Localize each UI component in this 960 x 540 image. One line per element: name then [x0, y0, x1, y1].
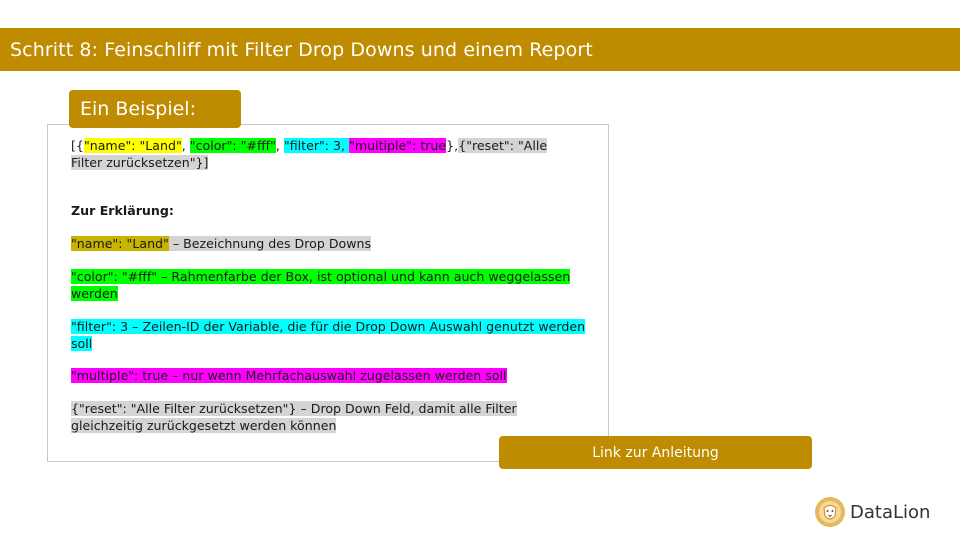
code-color-part: "color": "#fff"	[189, 138, 276, 153]
explanation-filter: "filter": 3 – Zeilen-ID der Variable, di…	[71, 319, 591, 352]
explanation-name: "name": "Land" – Bezeichnung des Drop Do…	[71, 236, 372, 253]
explanation-multiple: "multiple": true – nur wenn Mehrfachausw…	[71, 368, 507, 385]
explanation-name-text: – Bezeichnung des Drop Downs	[168, 236, 372, 251]
explanation-color-text: "color": "#fff" – Rahmenfarbe der Box, i…	[71, 269, 571, 301]
lion-head-icon	[815, 497, 845, 527]
link-guide-label: Link zur Anleitung	[592, 444, 719, 461]
example-label: Ein Beispiel:	[69, 90, 241, 128]
explanation-color: "color": "#fff" – Rahmenfarbe der Box, i…	[71, 269, 571, 302]
code-open: [{	[71, 138, 84, 153]
example-label-text: Ein Beispiel:	[80, 98, 196, 120]
code-example: [{"name": "Land", "color": "#fff", "filt…	[71, 138, 561, 171]
code-name-part: "name": "Land"	[83, 138, 182, 153]
link-guide-button[interactable]: Link zur Anleitung	[499, 436, 812, 469]
explanation-reset-text: {"reset": "Alle Filter zurücksetzen"} – …	[71, 401, 517, 433]
explanation-name-key: "name": "Land"	[71, 236, 169, 251]
brand-logo: DataLion	[814, 496, 930, 528]
explanation-multiple-text: "multiple": true – nur wenn Mehrfachausw…	[71, 368, 507, 383]
code-multiple-part: "multiple": true	[349, 138, 447, 153]
slide-title-bar: Schritt 8: Feinschliff mit Filter Drop D…	[0, 28, 960, 71]
explanation-reset: {"reset": "Alle Filter zurücksetzen"} – …	[71, 401, 591, 434]
code-filter-part: "filter": 3,	[283, 138, 350, 153]
code-close: },	[446, 138, 459, 153]
explanation-heading: Zur Erklärung:	[71, 203, 174, 218]
brand-name: DataLion	[850, 501, 931, 523]
code-sep1: ,	[181, 138, 190, 153]
explanation-filter-text: "filter": 3 – Zeilen-ID der Variable, di…	[71, 319, 586, 351]
code-sep2: ,	[275, 138, 284, 153]
slide-title: Schritt 8: Feinschliff mit Filter Drop D…	[10, 38, 593, 61]
